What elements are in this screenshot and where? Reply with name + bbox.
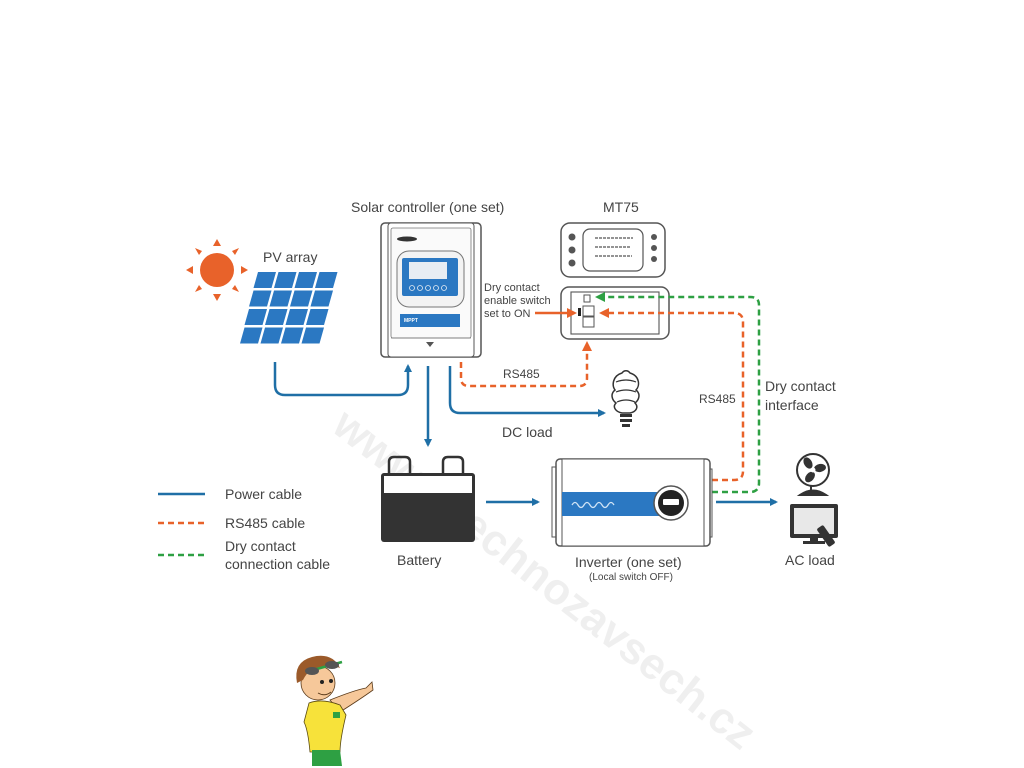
solar-controller-device: MPPT [380,222,482,358]
solar-panel-cell [240,327,263,344]
mt75-back-panel [560,286,670,340]
solar-panel-cell [285,309,308,325]
solar-panel-cell [315,272,338,288]
solar-panel-cell [294,272,317,288]
dry-contact-note: Dry contact enable switch set to ON [484,282,551,320]
solar-panel-cell [269,290,292,307]
solar-controller-label: Solar controller (one set) [351,199,504,215]
mt75-display-device [560,222,666,278]
rs485-cable-inverter-mt75 [599,308,745,482]
power-cable-pv-controller [273,362,412,397]
ac-load-label: AC load [785,552,835,568]
solar-panel-icon [240,272,338,344]
solar-panel-cell [290,290,313,307]
solar-panel-cell [310,290,333,307]
battery-icon [381,455,475,542]
svg-text:set to ON: set to ON [484,308,531,320]
svg-text:enable switch: enable switch [484,295,551,307]
legend-label-power: Power cable [225,486,302,502]
solar-panel-cell [274,272,297,288]
rs485-label-controller: RS485 [503,367,540,381]
solar-panel-cell [265,309,288,325]
svg-text:Dry contact: Dry contact [484,282,540,294]
watermark-text: www.vsechnozavsech.cz [323,399,765,759]
battery-label: Battery [397,552,441,568]
legend-label-dry-contact-2: connection cable [225,556,330,572]
mascot-boy-illustration [296,655,374,766]
light-bulb-icon [611,370,640,427]
inverter-label: Inverter (one set) [575,554,682,570]
sun-icon [186,239,248,301]
dry-contact-interface-label-2: interface [765,397,819,413]
legend-label-dry-contact-1: Dry contact [225,538,296,554]
inverter-sublabel: (Local switch OFF) [589,572,673,583]
power-cable-controller-dcload [448,366,606,417]
fan-icon [796,453,830,496]
tv-monitor-icon [790,504,838,547]
dc-load-label: DC load [502,424,553,440]
legend-label-rs485: RS485 cable [225,515,305,531]
legend: Power cable RS485 cable Dry contact conn… [158,486,330,572]
solar-panel-cell [244,309,267,325]
solar-panel-cell [301,327,324,344]
solar-panel-cell [306,309,329,325]
rs485-label-inverter: RS485 [699,392,736,406]
pv-array-label: PV array [263,249,317,265]
solar-panel-cell [260,327,283,344]
dry-contact-cable-inverter-mt75 [595,292,761,494]
solar-panel-cell [281,327,304,344]
solar-panel-cell [249,290,272,307]
dry-contact-interface-label-1: Dry contact [765,378,836,394]
solar-panel-cell [253,272,276,288]
rs485-cable-controller-mt75 [459,341,592,388]
inverter-device [551,458,713,547]
controller-badge-text: MPPT [404,318,418,324]
mt75-label: MT75 [603,199,639,215]
